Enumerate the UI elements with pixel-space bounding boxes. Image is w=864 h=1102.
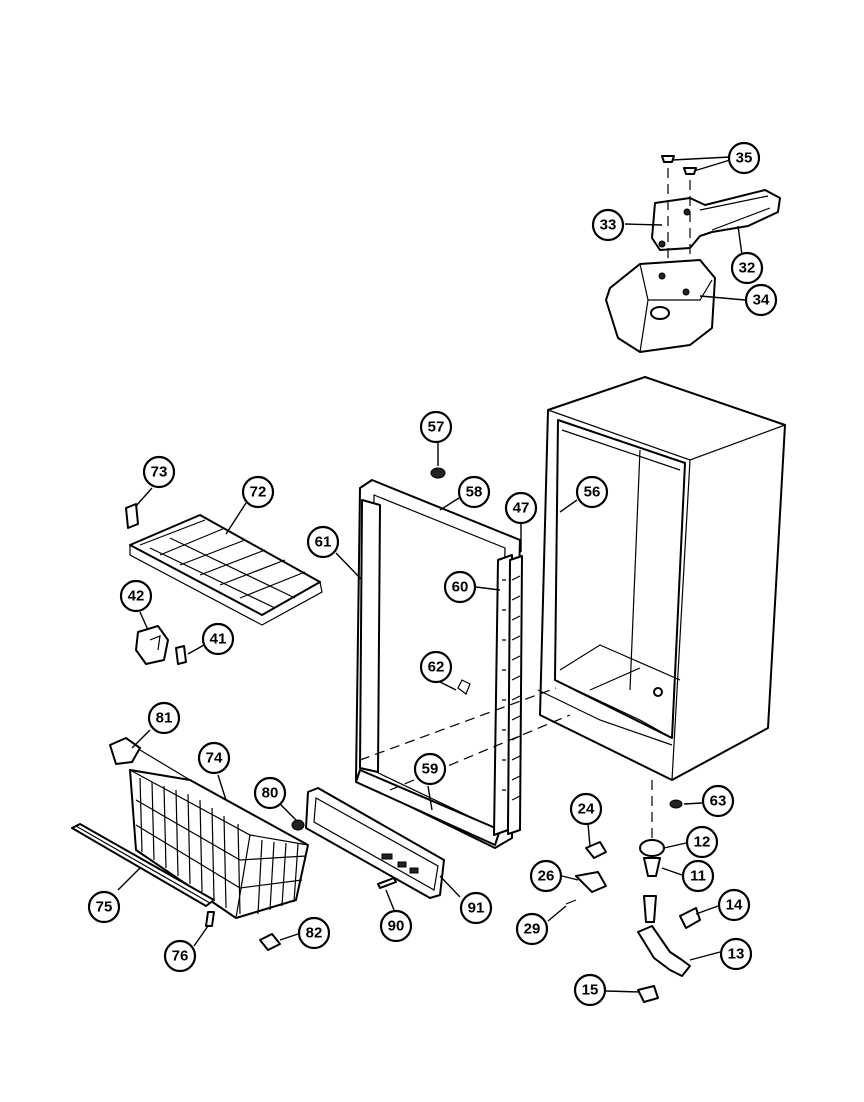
svg-text:81: 81 [156,710,173,727]
callout-81: 81 [147,701,181,735]
callout-42: 42 [119,579,153,613]
callout-75: 75 [87,890,121,924]
svg-text:35: 35 [736,150,753,167]
callout-33: 33 [591,208,625,242]
svg-text:14: 14 [726,897,743,914]
svg-text:42: 42 [128,588,145,605]
callout-58: 58 [457,475,491,509]
svg-text:12: 12 [694,834,711,851]
svg-text:90: 90 [388,918,405,935]
callout-15: 15 [573,973,607,1007]
callout-32: 32 [730,251,764,285]
svg-text:74: 74 [206,750,223,767]
svg-text:34: 34 [753,292,770,309]
svg-text:57: 57 [428,419,445,436]
svg-text:47: 47 [513,500,530,517]
leader-lines [117,156,746,993]
callout-59: 59 [413,752,447,786]
callout-47: 47 [504,491,538,525]
svg-text:26: 26 [538,868,555,885]
svg-text:76: 76 [172,948,189,965]
callout-34: 34 [744,283,778,317]
callout-12: 12 [685,825,719,859]
callout-29: 29 [515,912,549,946]
svg-text:72: 72 [250,484,267,501]
callout-73: 73 [142,455,176,489]
callout-26: 26 [529,859,563,893]
svg-text:75: 75 [96,899,113,916]
callout-61: 61 [306,525,340,559]
svg-text:13: 13 [728,946,745,963]
callout-41: 41 [201,622,235,656]
small-parts [109,737,701,1003]
svg-text:41: 41 [210,631,227,648]
callout-24: 24 [569,792,603,826]
svg-text:32: 32 [739,260,756,277]
shelf-bracket [135,625,187,665]
svg-text:33: 33 [600,217,617,234]
svg-text:56: 56 [584,484,601,501]
svg-text:11: 11 [690,868,706,885]
freezer-door [355,467,571,849]
callout-80: 80 [253,776,287,810]
door-trim-panel [305,787,445,899]
freezer-shelf [125,503,323,626]
callout-11: 11 [681,859,715,893]
svg-text:61: 61 [315,534,332,551]
svg-text:29: 29 [524,921,541,938]
svg-text:60: 60 [452,579,469,596]
callout-72: 72 [241,475,275,509]
callout-63: 63 [701,784,735,818]
svg-text:82: 82 [306,925,323,942]
callout-57: 57 [419,410,453,444]
svg-text:15: 15 [582,982,599,999]
callout-76: 76 [163,939,197,973]
callout-56: 56 [575,475,609,509]
svg-text:80: 80 [262,785,279,802]
freezer-cabinet [537,376,786,781]
svg-text:62: 62 [428,659,445,676]
svg-text:24: 24 [578,801,595,818]
callout-82: 82 [297,916,331,950]
callout-60: 60 [443,570,477,604]
callout-91: 91 [459,891,493,925]
svg-text:91: 91 [468,900,485,917]
callout-35: 35 [727,141,761,175]
svg-text:58: 58 [466,484,483,501]
upper-hinge-assembly [605,155,781,353]
svg-text:73: 73 [151,464,168,481]
callout-14: 14 [717,888,751,922]
callout-62: 62 [419,650,453,684]
svg-text:59: 59 [422,761,439,778]
svg-text:63: 63 [710,793,727,810]
callout-90: 90 [379,909,413,943]
callout-74: 74 [197,741,231,775]
callout-13: 13 [719,937,753,971]
